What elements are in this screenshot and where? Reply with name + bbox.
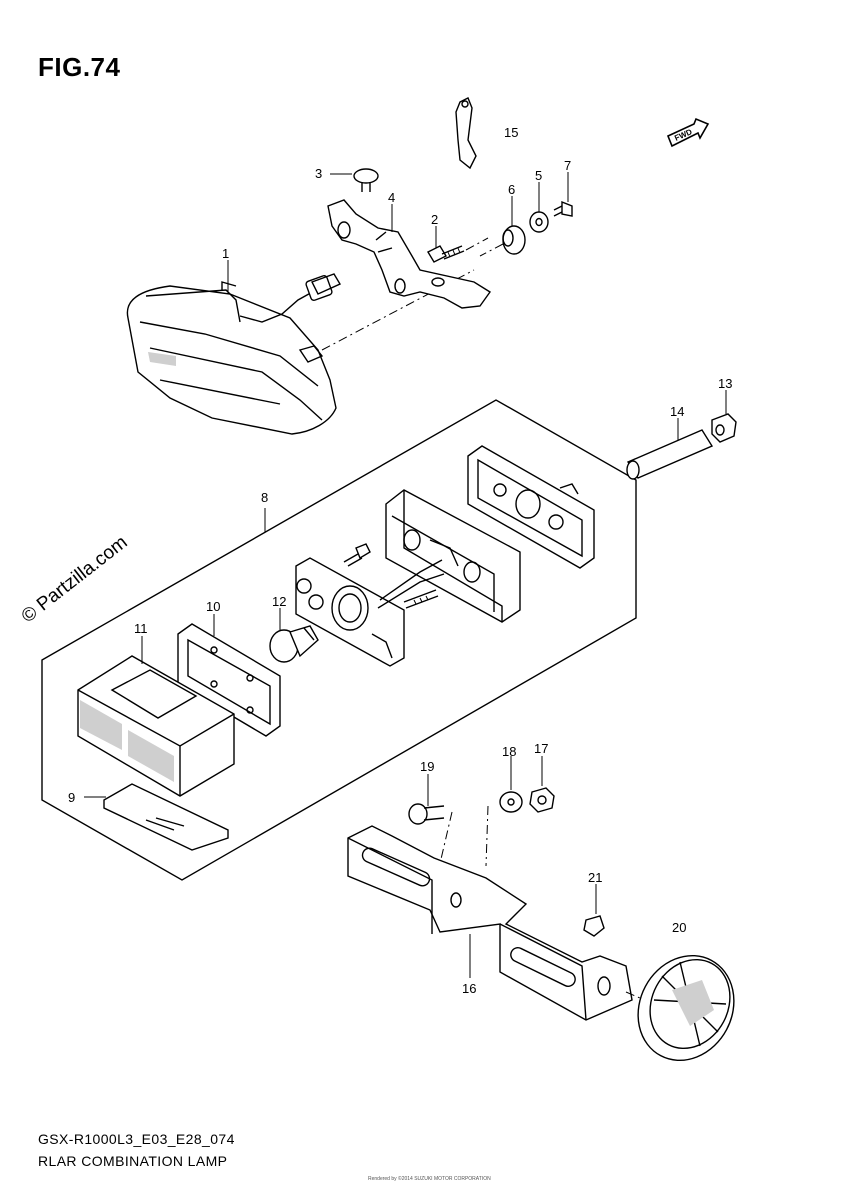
- ref-label-8: 8: [261, 490, 268, 505]
- reference-leaders: [84, 172, 727, 978]
- part-13-nut: [711, 413, 737, 443]
- reference-labels: 1 2 3 4 5 6 7 8 9 10 11 12 13 14 15 16 1…: [68, 125, 732, 996]
- ref-label-21: 21: [588, 870, 602, 885]
- forward-arrow-icon: FWD: [666, 117, 710, 148]
- ref-label-19: 19: [420, 759, 434, 774]
- ref-label-4: 4: [388, 190, 395, 205]
- model-code: GSX-R1000L3_E03_E28_074: [38, 1131, 235, 1147]
- ref-label-10: 10: [206, 599, 220, 614]
- part-21-nut: [583, 915, 605, 937]
- leader-20: [625, 991, 641, 999]
- socket-screw: [343, 543, 371, 567]
- part-9-plate: [103, 783, 229, 851]
- ref-label-2: 2: [431, 212, 438, 227]
- part-17-nut: [529, 787, 555, 813]
- leader-6: [479, 243, 504, 257]
- part-15-clamp: [455, 97, 477, 170]
- part-19-bolt: [408, 803, 445, 825]
- ref-label-17: 17: [534, 741, 548, 756]
- ref-label-6: 6: [508, 182, 515, 197]
- part-6-collar: [502, 225, 526, 255]
- part-16-bracket: [347, 825, 633, 1021]
- lamp-housing: [385, 489, 521, 623]
- part-7-screw: [553, 200, 573, 217]
- ref-label-14: 14: [670, 404, 684, 419]
- ref-label-1: 1: [222, 246, 229, 261]
- ref-label-7: 7: [564, 158, 571, 173]
- part-20-reflector: [637, 954, 735, 1062]
- part-5-washer: [529, 211, 549, 233]
- ref-label-20: 20: [672, 920, 686, 935]
- bulb-socket-board: [295, 557, 445, 667]
- part-1-tail-lamp: [126, 273, 342, 435]
- rear-gasket: [467, 445, 595, 569]
- figure-title: FIG.74: [38, 52, 121, 82]
- socket-stud: [403, 589, 439, 609]
- figure-caption: RLAR COMBINATION LAMP: [38, 1153, 228, 1169]
- part-8-assembly-frame: [41, 399, 637, 881]
- part-12-bulb: [269, 625, 319, 663]
- ref-label-9: 9: [68, 790, 75, 805]
- part-3-screw: [353, 168, 379, 192]
- ref-label-11: 11: [134, 621, 148, 636]
- ref-label-16: 16: [462, 981, 476, 996]
- ref-label-5: 5: [535, 168, 542, 183]
- ref-label-12: 12: [272, 594, 286, 609]
- ref-label-15: 15: [504, 125, 518, 140]
- ref-label-18: 18: [502, 744, 516, 759]
- footer-small-text: Rendered by ©2014 SUZUKI MOTOR CORPORATI…: [368, 1176, 491, 1182]
- part-2-bolt: [427, 245, 465, 263]
- ref-label-3: 3: [315, 166, 322, 181]
- leader-18: [485, 805, 489, 867]
- ref-label-13: 13: [718, 376, 732, 391]
- part-14-spacer: [626, 429, 714, 480]
- part-18-washer: [499, 791, 523, 813]
- part-4-bracket: [327, 199, 492, 309]
- leader-2: [465, 237, 489, 251]
- part-11-lens: [77, 655, 235, 797]
